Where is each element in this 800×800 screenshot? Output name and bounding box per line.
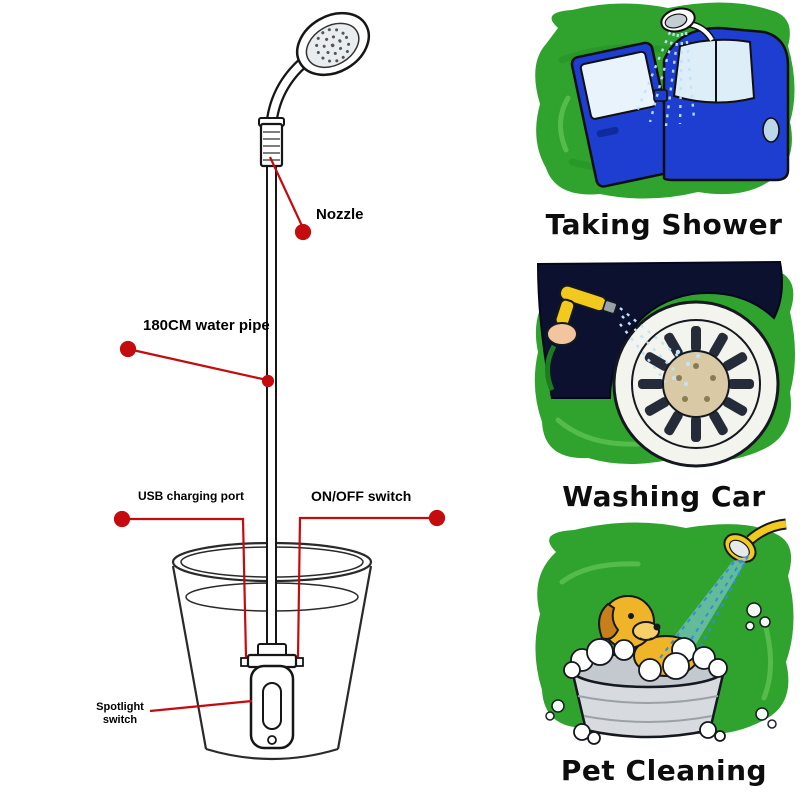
nozzle-callout [269, 156, 312, 241]
usb-port-callout [113, 510, 248, 658]
pump-unit [240, 643, 304, 750]
pet-cleaning-illustration [535, 518, 794, 745]
water-pipe-callout [119, 340, 275, 388]
spotlight-switch-label: Spotlight switch [88, 701, 152, 727]
use-case-panel-washing-car: Washing Car [528, 254, 800, 514]
water-pipe [265, 56, 310, 652]
mini-shower-head [660, 7, 716, 42]
foam-bubbles [563, 637, 728, 745]
car-body [653, 26, 790, 182]
use-case-panel-taking-shower: Taking Shower [528, 0, 800, 248]
spotlight-lens [267, 735, 277, 745]
spotlight-label-line1: Spotlight [96, 701, 144, 713]
callouts [113, 156, 446, 713]
spotlight-label-line2: switch [102, 714, 138, 726]
spray-gun [545, 284, 618, 392]
on-off-callout [296, 509, 446, 658]
water-droplets [671, 349, 701, 387]
nozzle-label: Nozzle [316, 206, 364, 223]
mini-shower-head [723, 518, 787, 563]
spray-band [656, 554, 750, 660]
water-spray [619, 307, 679, 383]
car-wheel [612, 300, 780, 468]
hose-connector [258, 117, 285, 168]
on-off-switch-label: ON/OFF switch [311, 488, 412, 504]
water-spray [659, 555, 749, 661]
hose [545, 344, 557, 392]
taking-shower-illustration [535, 2, 795, 199]
use-case-panel-pet-cleaning: Pet Cleaning [528, 516, 800, 800]
washing-car-caption: Washing Car [562, 480, 766, 513]
shower-diagram [113, 11, 446, 761]
shower-head [295, 11, 371, 77]
floating-bubbles [545, 602, 777, 729]
usb-port-label: USB charging port [138, 489, 245, 503]
water-spray [634, 31, 696, 127]
washing-car-illustration [534, 260, 795, 468]
car-open-door [570, 41, 679, 188]
taking-shower-caption: Taking Shower [545, 208, 783, 241]
water-pipe-label: 180CM water pipe [143, 317, 270, 334]
hand [546, 322, 578, 346]
pet-cleaning-caption: Pet Cleaning [560, 754, 768, 787]
spotlight-callout [149, 699, 253, 713]
